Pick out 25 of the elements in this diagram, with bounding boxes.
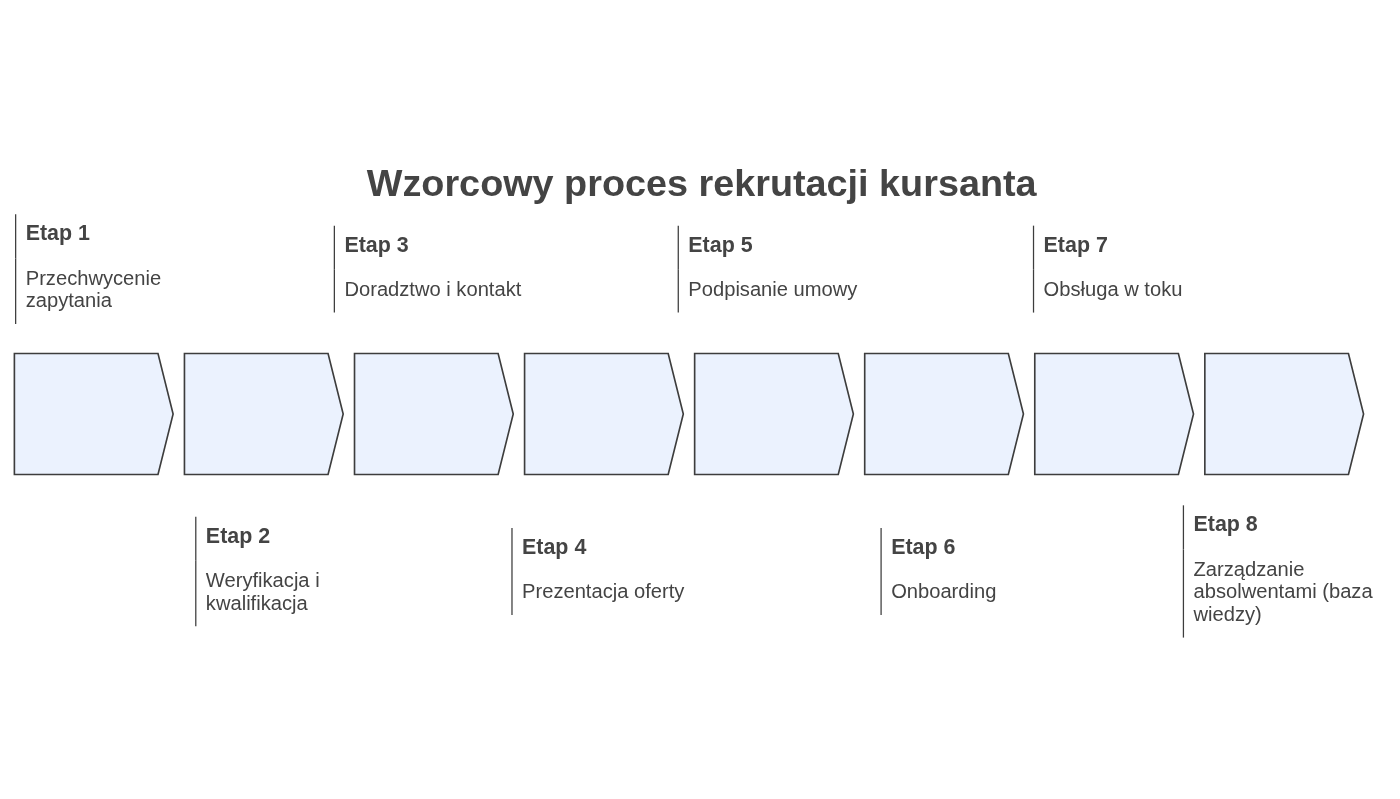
node-label: Etap 2 — [205, 523, 271, 548]
node-chevron — [1033, 352, 1195, 476]
diagram-title: Wzorcowy proces rekrutacji kursanta — [366, 162, 1037, 205]
node-label: Prezentacja oferty — [522, 580, 685, 603]
node-label: Etap 6 — [891, 534, 956, 559]
node-label: Etap 4 — [522, 534, 587, 559]
node-chevron — [13, 352, 174, 476]
node-label: Obsługa w toku — [1043, 277, 1183, 300]
node-label: Etap 3 — [344, 232, 409, 257]
node-chevron — [523, 352, 685, 476]
node-chevron — [863, 352, 1025, 476]
node-chevron — [183, 352, 345, 476]
node-label: Zarządzanie absolwentami (baza wiedzy) — [1193, 557, 1373, 625]
node-label: Etap 5 — [688, 232, 753, 257]
node-label: Etap 8 — [1193, 512, 1258, 537]
node-label: Przechwycenie zapytania — [25, 266, 162, 312]
node-label: Weryfikacja i kwalifikacja — [205, 568, 320, 614]
node-chevron — [693, 352, 855, 476]
node-label: Onboarding — [891, 580, 997, 603]
node-label: Etap 1 — [25, 221, 90, 246]
node-label: Etap 7 — [1043, 232, 1108, 257]
node-chevron — [1204, 352, 1365, 476]
node-label: Podpisanie umowy — [688, 277, 858, 300]
node-label: Doradztwo i kontakt — [344, 277, 522, 300]
node-chevron — [353, 352, 515, 476]
